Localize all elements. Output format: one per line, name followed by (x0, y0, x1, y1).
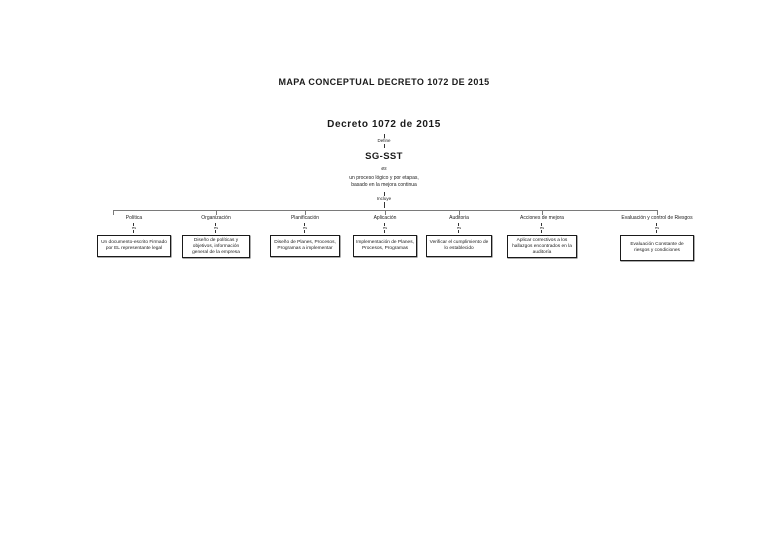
link-label-es: es (654, 225, 660, 230)
connector-dash (383, 201, 385, 208)
branch-box: Un documento-escrito Firmado por EL repr… (97, 235, 171, 257)
link-label-es: es (381, 166, 387, 172)
branch-box: Verificar el cumplimiento de lo establec… (426, 235, 492, 257)
connector-dash (304, 230, 306, 233)
link-label-define: Define (377, 138, 391, 143)
connector-dash (215, 223, 217, 226)
connector-dash (458, 230, 460, 233)
connector-define: Define (0, 134, 768, 148)
connector-dash (383, 134, 385, 138)
branch-column-auditoria: Auditoria es Verificar el cumplimiento d… (414, 215, 504, 257)
branch-label: Política (125, 215, 143, 221)
link-label-es: es (382, 225, 388, 230)
branch-label: Evaluación y control de Riesgos (621, 215, 693, 221)
root-node-decreto: Decreto 1072 de 2015 (327, 119, 441, 130)
connector-dash (384, 230, 386, 233)
node-sg-sst: SG-SST (365, 151, 403, 162)
connector-dash (304, 223, 306, 226)
link-label-es: es (539, 225, 545, 230)
branch-tick-planificacion (305, 210, 306, 215)
branch-connector: es (655, 223, 659, 233)
connector-dash (133, 230, 135, 233)
process-description: un proceso lógico y por etapas, basado e… (0, 175, 768, 188)
description-line-2: basado en la mejora continua (351, 181, 417, 188)
link-label-es: es (456, 225, 462, 230)
branch-tick-organizacion (216, 210, 217, 215)
connector-dash (541, 223, 543, 226)
branch-label: Auditoria (449, 215, 469, 221)
branch-tick-aplicacion (385, 210, 386, 215)
link-label-es: es (302, 225, 308, 230)
branch-column-aplicacion: Aplicación es Implementación de Planes, … (340, 215, 430, 257)
description-line-1: un proceso lógico y por etapas, (349, 175, 419, 181)
branch-connector: es (457, 223, 461, 233)
branch-connector: es (303, 223, 307, 233)
branch-tick-evaluacion (657, 210, 658, 215)
branch-label: Acciones de mejora (520, 215, 564, 221)
branch-tick-politica (113, 210, 114, 215)
branch-column-organizacion: Organización es Diseño de políticas y ob… (171, 215, 261, 259)
branch-box: Evaluación Constante de riesgos y condic… (620, 235, 694, 261)
connector-dash (383, 192, 385, 196)
branch-box: Aplicar correctivos a los hallazgos enco… (507, 235, 577, 259)
branch-column-planificacion: Planificación es Diseño de Planes, Proce… (260, 215, 350, 257)
connector-dash (656, 223, 658, 226)
branch-connector: es (214, 223, 218, 233)
link-label-es: es (213, 225, 219, 230)
branch-connector: es (383, 223, 387, 233)
branch-box: Implementación de Planes, Procesos, Prog… (353, 235, 417, 257)
branch-tick-auditoria (459, 210, 460, 215)
diagram-title: MAPA CONCEPTUAL DECRETO 1072 DE 2015 (278, 77, 490, 87)
branch-connector: es (132, 223, 136, 233)
branch-column-evaluacion-y-control: Evaluación y control de Riesgos es Evalu… (612, 215, 702, 261)
branch-box: Diseño de Planes, Procesos, Programas a … (270, 235, 340, 257)
connector-dash (133, 223, 135, 226)
branch-label: Planificación (290, 215, 320, 221)
connector-dash (384, 223, 386, 226)
branch-box: Diseño de políticas y objetivos, informa… (182, 235, 250, 259)
connector-dash (383, 143, 385, 148)
branch-label: Aplicación (373, 215, 397, 221)
branch-column-politica: Política es Un documento-escrito Firmado… (89, 215, 179, 257)
branch-label: Organización (201, 215, 231, 221)
connector-dash (541, 230, 543, 233)
branch-connector: es (540, 223, 544, 233)
link-label-es: es (131, 225, 137, 230)
connector-dash (458, 223, 460, 226)
connector-dash (656, 230, 658, 233)
connector-incluye: Incluye (0, 192, 768, 208)
branch-column-acciones-de-mejora: Acciones de mejora es Aplicar correctivo… (497, 215, 587, 259)
branch-tick-acciones (542, 210, 543, 215)
link-label-incluye: Incluye (376, 196, 392, 201)
connector-dash (215, 230, 217, 233)
